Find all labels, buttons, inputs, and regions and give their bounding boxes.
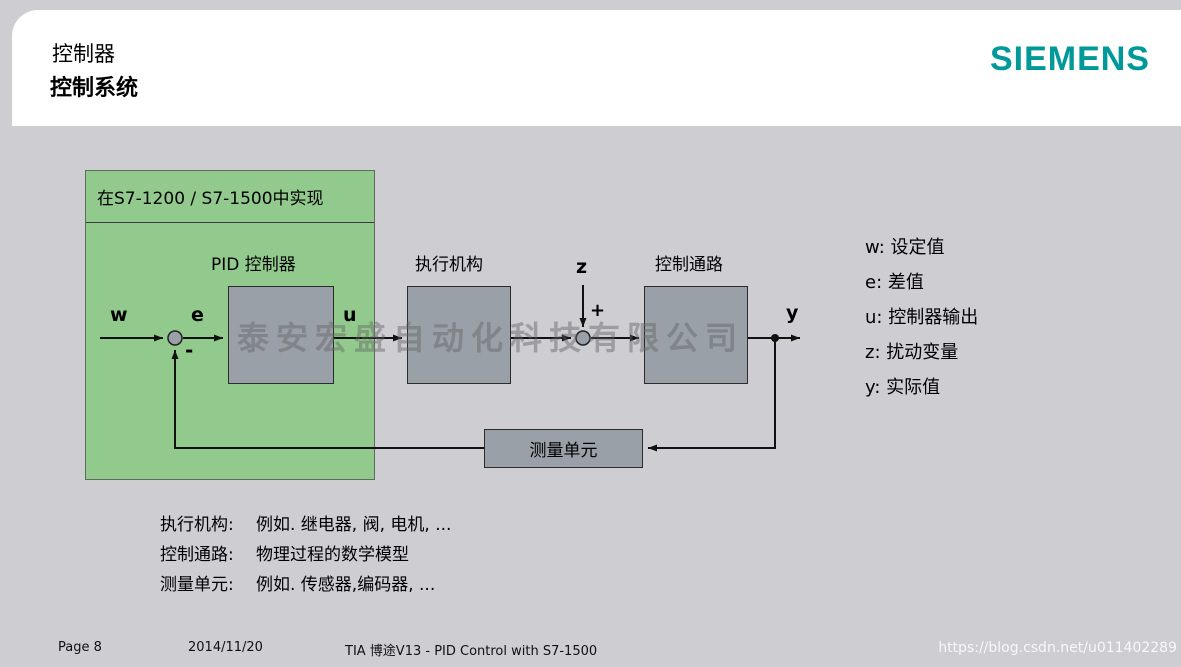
note-desc: 例如. 继电器, 阀, 电机, ... (256, 514, 452, 535)
note-desc: 例如. 传感器,编码器, ... (256, 574, 436, 595)
process-block-label: 控制通路 (655, 255, 723, 275)
slide-title: 控制系统 (50, 76, 139, 101)
sum-plus-sign: + (590, 300, 606, 321)
legend-item-y: y: 实际值 (865, 377, 941, 398)
note-label: 控制通路: (160, 544, 234, 565)
notes: 执行机构: 例如. 继电器, 阀, 电机, ... 控制通路: 物理过程的数学模… (160, 507, 451, 597)
legend-item-w: w: 设定值 (865, 237, 945, 258)
measure-box-label: 测量单元 (529, 441, 598, 461)
signal-e-label: e (191, 304, 204, 326)
signal-w-label: w (110, 304, 128, 326)
header-band: 控制器 控制系统 SIEMENS (12, 10, 1181, 126)
note-row-measure: 测量单元: 例如. 传感器,编码器, ... (160, 567, 451, 597)
note-label: 测量单元: (160, 574, 234, 595)
pid-block-label: PID 控制器 (211, 255, 296, 275)
csdn-watermark: https://blog.csdn.net/u011402289 (938, 640, 1177, 656)
measure-box: 测量单元 (484, 429, 643, 468)
page-number: Page 8 (58, 640, 102, 655)
legend-item-z: z: 扰动变量 (865, 342, 959, 363)
slide-topic: 控制器 (52, 42, 115, 66)
note-label: 执行机构: (160, 514, 234, 535)
footer-date: 2014/11/20 (188, 640, 263, 655)
note-row-actuator: 执行机构: 例如. 继电器, 阀, 电机, ... (160, 507, 451, 537)
legend: w: 设定值 e: 差值 u: 控制器输出 z: 扰动变量 y: 实际值 (865, 230, 978, 405)
legend-item-e: e: 差值 (865, 272, 924, 293)
actuator-block-label: 执行机构 (415, 255, 483, 275)
signal-y-label: y (786, 302, 799, 324)
signal-z-label: z (576, 256, 588, 278)
signal-u-label: u (343, 304, 357, 326)
center-watermark: 泰安宏盛自动化科技有限公司 (237, 319, 745, 357)
note-desc: 物理过程的数学模型 (256, 544, 409, 565)
legend-item-u: u: 控制器输出 (865, 307, 979, 328)
siemens-logo: SIEMENS (989, 40, 1150, 78)
footer-title: TIA 博途V13 - PID Control with S7-1500 (345, 644, 598, 659)
note-row-process: 控制通路: 物理过程的数学模型 (160, 537, 451, 567)
implementation-box-title: 在S7-1200 / S7-1500中实现 (86, 171, 374, 223)
sum-minus-sign: - (185, 338, 194, 362)
